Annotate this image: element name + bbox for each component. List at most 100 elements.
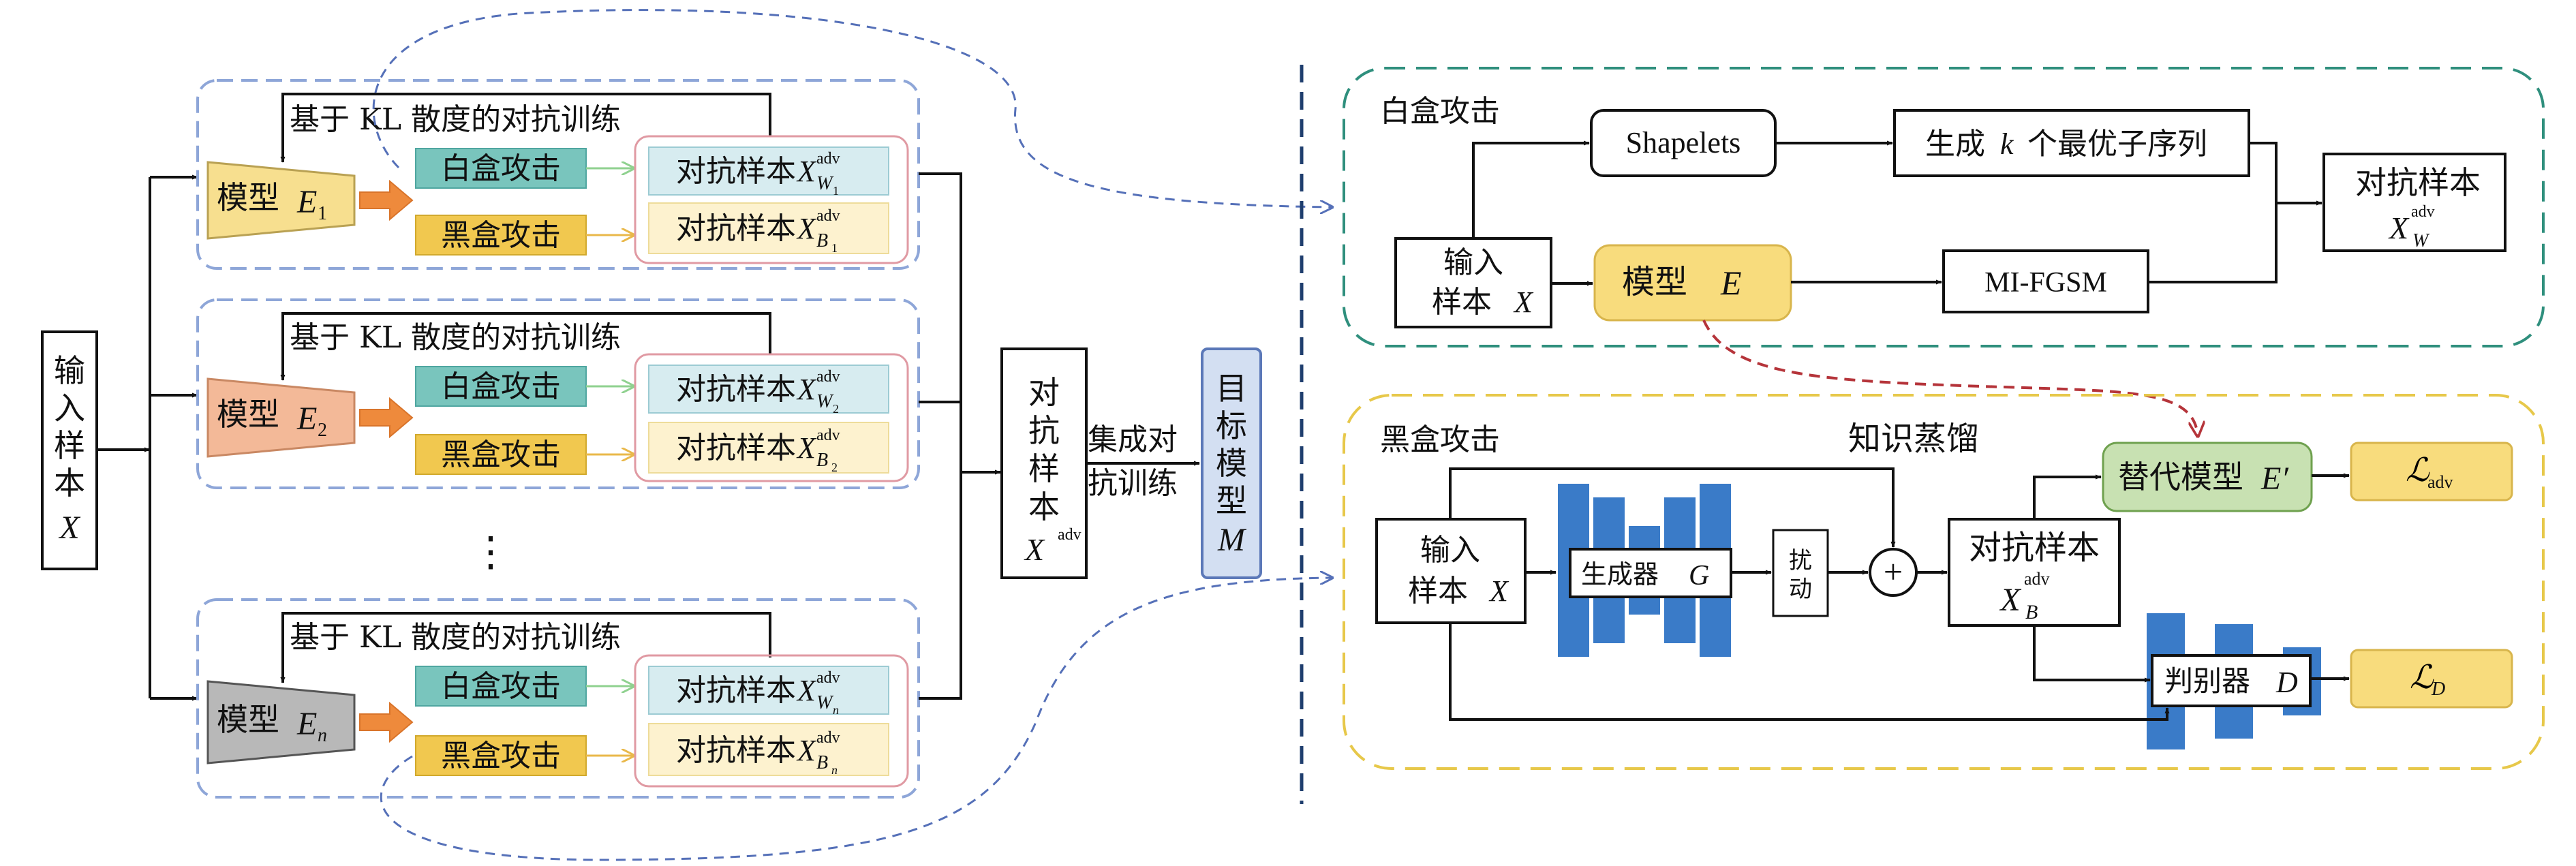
adv-set-box: 对 抗 样 本 X adv (1000, 347, 1088, 579)
input-char-4: 本 (54, 465, 85, 501)
model-e1-var: E (296, 184, 317, 220)
wb-adv-var: X (2388, 211, 2410, 245)
group-1-adv-black-sub2: 1 (831, 241, 838, 255)
loss-d-var: ℒ (2410, 660, 2434, 696)
groups-ellipsis: ⋮ (470, 528, 511, 576)
group-n-black-attack-label: 黑盒攻击 (441, 739, 561, 773)
group-n-adv-white-sub2: n (833, 703, 839, 717)
input-var: X (58, 510, 80, 546)
wb-adv-box (2322, 153, 2506, 252)
generate-rest-label: 个最优子序列 (2027, 127, 2207, 161)
generator-box (1569, 548, 1732, 598)
wb-input-var: X (1513, 285, 1534, 319)
input-char-2: 入 (54, 390, 85, 427)
group-2-adv-white-label: 对抗样本 (676, 372, 796, 407)
group-n-adv-white-sup: adv (816, 669, 840, 687)
group-n-kl-label: 基于 KL 散度的对抗训练 (290, 620, 621, 655)
wb-input-line-1: 输入 (1443, 245, 1503, 280)
group-n-white-attack-label: 白盒攻击 (441, 669, 561, 704)
discriminator-label: 判别器 (2164, 664, 2250, 698)
wb-adv-label: 对抗样本 (2355, 164, 2481, 201)
perturb-char-2: 动 (1789, 576, 1812, 603)
white-box-arrows (1472, 140, 2322, 286)
adv-set-sup: adv (1058, 526, 1082, 544)
bb-input-var: X (1488, 574, 1509, 608)
adv-set-char-2: 抗 (1028, 412, 1060, 449)
model-en-var: E (296, 706, 317, 742)
group-1-orange-arrow (359, 179, 414, 221)
group-2-orange-arrow (359, 397, 414, 439)
group-2-adv-frame (634, 353, 909, 482)
group-n-adv-black-var: X (796, 734, 817, 767)
group-n-orange-arrow (359, 701, 414, 743)
group-2-kl-label: 基于 KL 散度的对抗训练 (290, 320, 621, 355)
generator-label: 生成器 (1581, 559, 1659, 589)
mifgsm-label: MI-FGSM (1984, 267, 2107, 298)
shapelets-label: Shapelets (1626, 126, 1741, 159)
group-1-adv-black-sup: adv (816, 207, 840, 225)
mifgsm-box (1942, 249, 2149, 313)
plus-sign: + (1884, 553, 1903, 591)
bb-adv-sub: B (2025, 601, 2038, 623)
group-2-adv-black-sup: adv (816, 427, 840, 444)
wb-model-label: 模型 (1622, 263, 1687, 301)
bb-input-line-2: 样本 (1408, 574, 1468, 608)
model-e2-sub: 2 (318, 420, 327, 441)
bb-input-line-1: 输入 (1420, 533, 1480, 568)
model-e2-label: 模型 (217, 396, 279, 433)
model-e2-trapezoid (206, 377, 356, 458)
target-char-2: 标 (1216, 407, 1247, 444)
loss-adv-var: ℒ (2406, 452, 2430, 489)
group-n-adv-black-sub: B (816, 752, 828, 773)
distillation-curve (1702, 320, 2198, 436)
group-1-adv-black-var: X (796, 212, 817, 245)
black-box-arrows (1449, 467, 2350, 721)
model-en-trapezoid (206, 680, 356, 764)
group-2-adv-black-sub2: 2 (831, 461, 838, 474)
group-n-black-attack (415, 735, 587, 776)
wb-adv-sub: W (2412, 230, 2430, 251)
group-1-adv-frame (634, 135, 909, 264)
target-char-4: 型 (1216, 482, 1247, 519)
input-x-box: 输 入 样 本 X (41, 330, 98, 570)
group-2-adv-black (648, 422, 889, 474)
ensemble-line-2: 抗训练 (1088, 466, 1178, 501)
wb-input-line-2: 样本 (1432, 285, 1492, 320)
target-var: M (1217, 522, 1247, 558)
black-box-title: 黑盒攻击 (1380, 422, 1500, 457)
group-n-adv-black-sup: adv (816, 729, 840, 747)
group-n: 基于 KL 散度的对抗训练 模型 E n 白盒攻击 黑盒攻击 对抗样本 X ad… (196, 598, 920, 799)
loss-d-box (2350, 649, 2513, 709)
input-fanout-arrows (97, 174, 198, 701)
model-e1-sub: 1 (318, 203, 327, 224)
merge-arrows (919, 172, 1001, 700)
group-1-kl-label: 基于 KL 散度的对抗训练 (290, 102, 621, 137)
group-2-adv-black-label: 对抗样本 (676, 431, 796, 465)
group-2-adv-white (648, 365, 889, 414)
white-box-title: 白盒攻击 (1380, 94, 1500, 129)
group-1-adv-black-label: 对抗样本 (676, 211, 796, 246)
white-attack-link-curve (372, 9, 1332, 207)
adv-set-var: X (1024, 532, 1045, 567)
bb-adv-sup: adv (2024, 569, 2050, 589)
loss-d-sub: D (2431, 679, 2445, 700)
white-box-panel: 白盒攻击 Shapelets 生成 k 个最优子序列 输入 样本 X 模型 E … (1343, 67, 2545, 347)
group-2-adv-white-var: X (796, 373, 817, 406)
bb-adv-label: 对抗样本 (1969, 529, 2100, 567)
group-1-adv-white-label: 对抗样本 (676, 154, 796, 189)
ensemble-line-1: 集成对 (1088, 422, 1178, 457)
group-1-adv-black-sub: B (816, 230, 828, 251)
adv-set-char-1: 对 (1028, 374, 1060, 411)
generator-var: G (1689, 560, 1709, 591)
group-2: 基于 KL 散度的对抗训练 模型 E 2 白盒攻击 黑盒攻击 对抗样本 X ad… (196, 298, 920, 489)
substitute-label: 替代模型 (2118, 459, 2243, 495)
group-n-adv-black (648, 723, 889, 776)
group-1-black-attack (415, 215, 587, 256)
input-char-3: 样 (54, 427, 85, 464)
discriminator-box (2151, 654, 2312, 707)
model-en-sub: n (318, 725, 327, 746)
group-1-adv-white-sub: W (816, 173, 834, 194)
substitute-var: E′ (2260, 461, 2289, 497)
group-1-adv-white-var: X (796, 155, 817, 188)
